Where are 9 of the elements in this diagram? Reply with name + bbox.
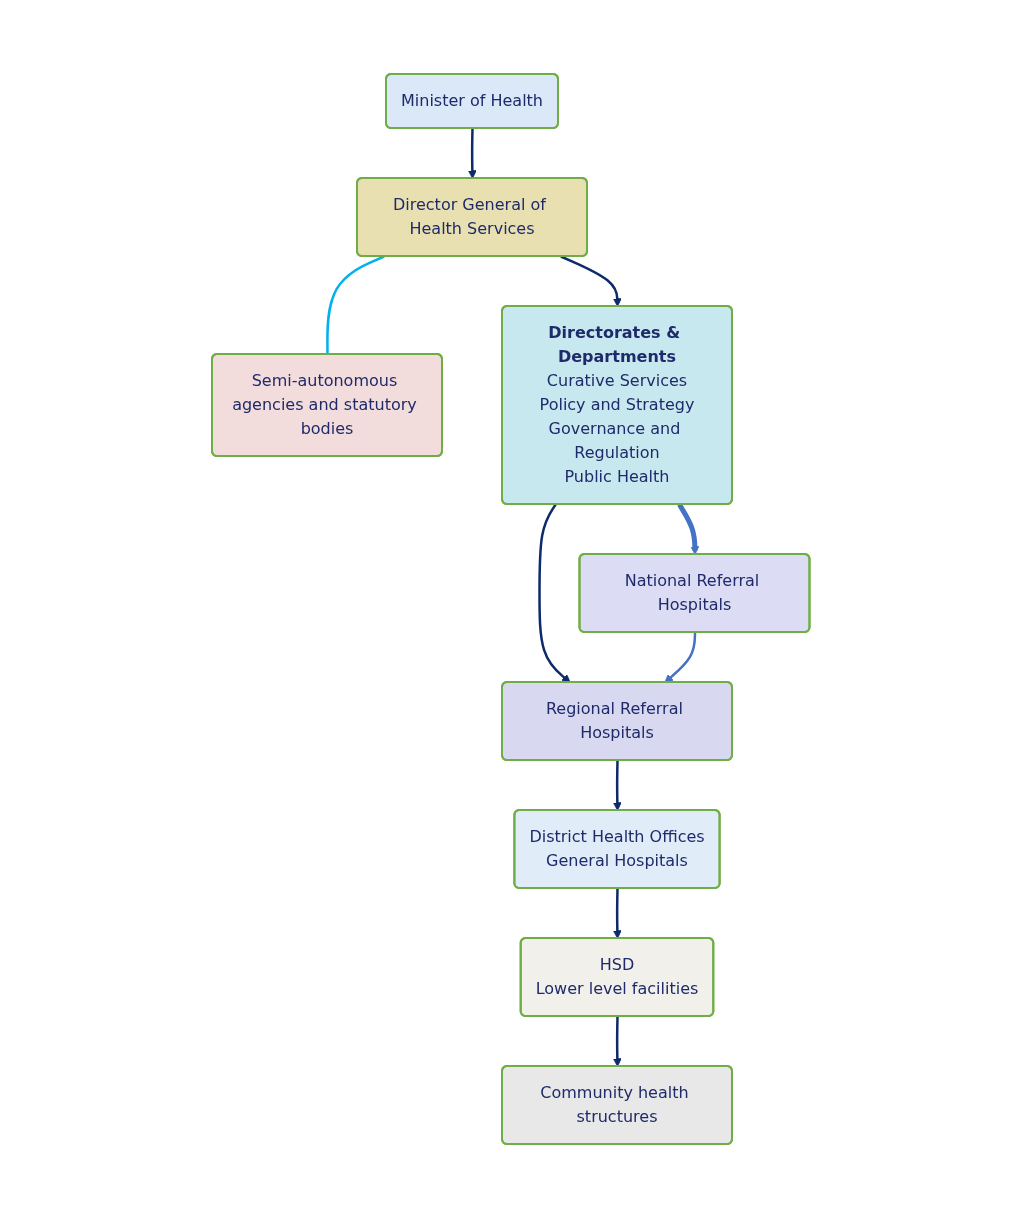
arrow [560, 254, 622, 307]
arrow [612, 1015, 622, 1067]
arrow [677, 502, 699, 555]
arrow [467, 127, 477, 179]
arrow [612, 887, 622, 939]
arrow [538, 503, 571, 683]
arrow [612, 759, 622, 811]
connector [325, 254, 385, 354]
arrow [664, 631, 696, 683]
